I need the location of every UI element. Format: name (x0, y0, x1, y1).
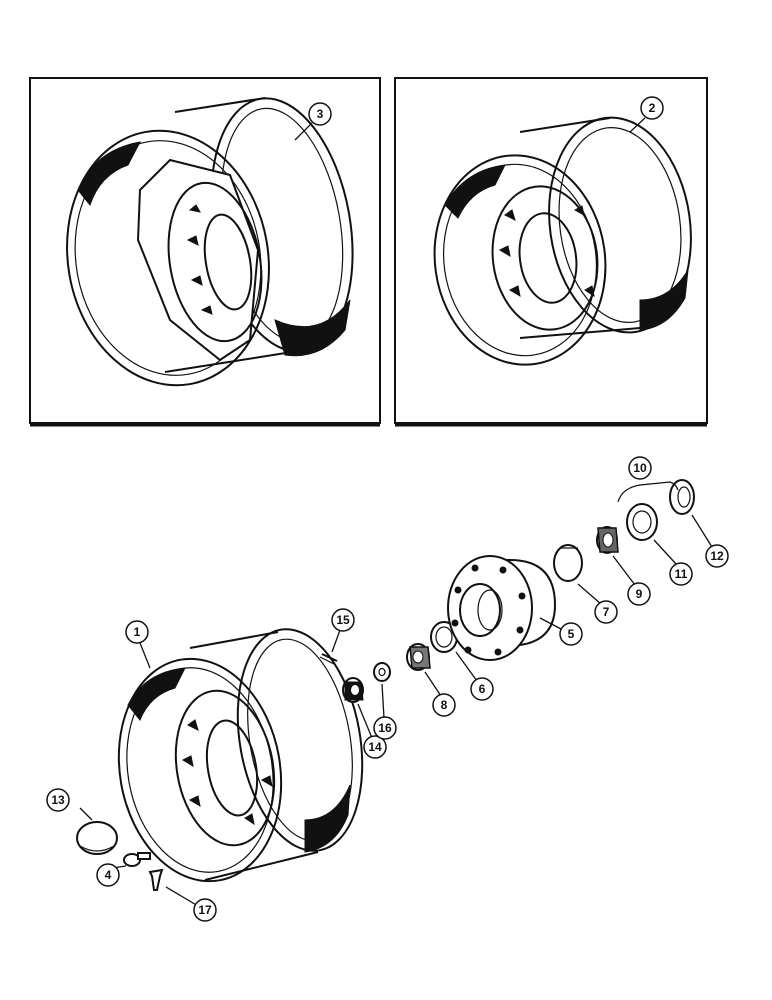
callout-11: 11 (669, 562, 693, 586)
svg-text:5: 5 (568, 627, 575, 641)
callout-6: 6 (470, 677, 494, 701)
panel-wheel-3 (29, 77, 381, 427)
seal-retainer (669, 479, 695, 515)
svg-text:14: 14 (368, 740, 382, 754)
hub-cap (76, 821, 118, 855)
callout-8: 8 (432, 693, 456, 717)
svg-text:11: 11 (675, 567, 688, 581)
svg-text:12: 12 (710, 549, 724, 563)
callout-4: 4 (96, 863, 120, 887)
callout-bracket (617, 481, 679, 503)
svg-text:3: 3 (317, 107, 324, 121)
callout-13: 13 (46, 788, 70, 812)
panel-wheel-2 (394, 77, 708, 427)
svg-text:6: 6 (479, 682, 486, 696)
wheel-rim-3 (66, 97, 354, 387)
svg-text:9: 9 (636, 587, 643, 601)
callout-10: 10 (628, 456, 652, 480)
valve-stem (148, 868, 164, 891)
castle-nut (342, 677, 364, 703)
callout-3: 3 (308, 102, 332, 126)
callout-15: 15 (331, 608, 355, 632)
svg-text:13: 13 (51, 793, 65, 807)
callout-12: 12 (705, 544, 729, 568)
callout-1: 1 (125, 620, 149, 644)
callout-9: 9 (627, 582, 651, 606)
outer-bearing-cone (406, 643, 431, 671)
svg-text:1: 1 (134, 625, 141, 639)
callout-5: 5 (559, 622, 583, 646)
svg-text:2: 2 (649, 101, 656, 115)
svg-text:10: 10 (633, 461, 647, 475)
callout-16: 16 (373, 716, 397, 740)
wheel-rim-1 (117, 628, 364, 883)
wheel-rim-2 (433, 116, 692, 366)
callout-2: 2 (640, 96, 664, 120)
callout-17: 17 (193, 898, 217, 922)
callout-14: 14 (363, 735, 387, 759)
leader-lines (79, 117, 713, 907)
svg-text:15: 15 (336, 613, 350, 627)
outer-bearing-cup (430, 621, 458, 653)
svg-text:17: 17 (198, 903, 212, 917)
wheel-hub (447, 555, 557, 661)
inner-bearing-cone (596, 526, 619, 554)
svg-text:4: 4 (105, 868, 112, 882)
callout-7: 7 (594, 600, 618, 624)
svg-text:16: 16 (378, 721, 392, 735)
seal (626, 503, 658, 541)
svg-text:8: 8 (441, 698, 448, 712)
callouts: 1 2 3 4 5 6 7 8 9 10 11 12 13 14 15 16 1… (46, 96, 729, 922)
svg-text:7: 7 (603, 605, 610, 619)
washer (373, 662, 391, 682)
wheel-bolt (123, 852, 151, 867)
inner-bearing-cup (553, 544, 583, 582)
cotter-pin (319, 653, 338, 665)
